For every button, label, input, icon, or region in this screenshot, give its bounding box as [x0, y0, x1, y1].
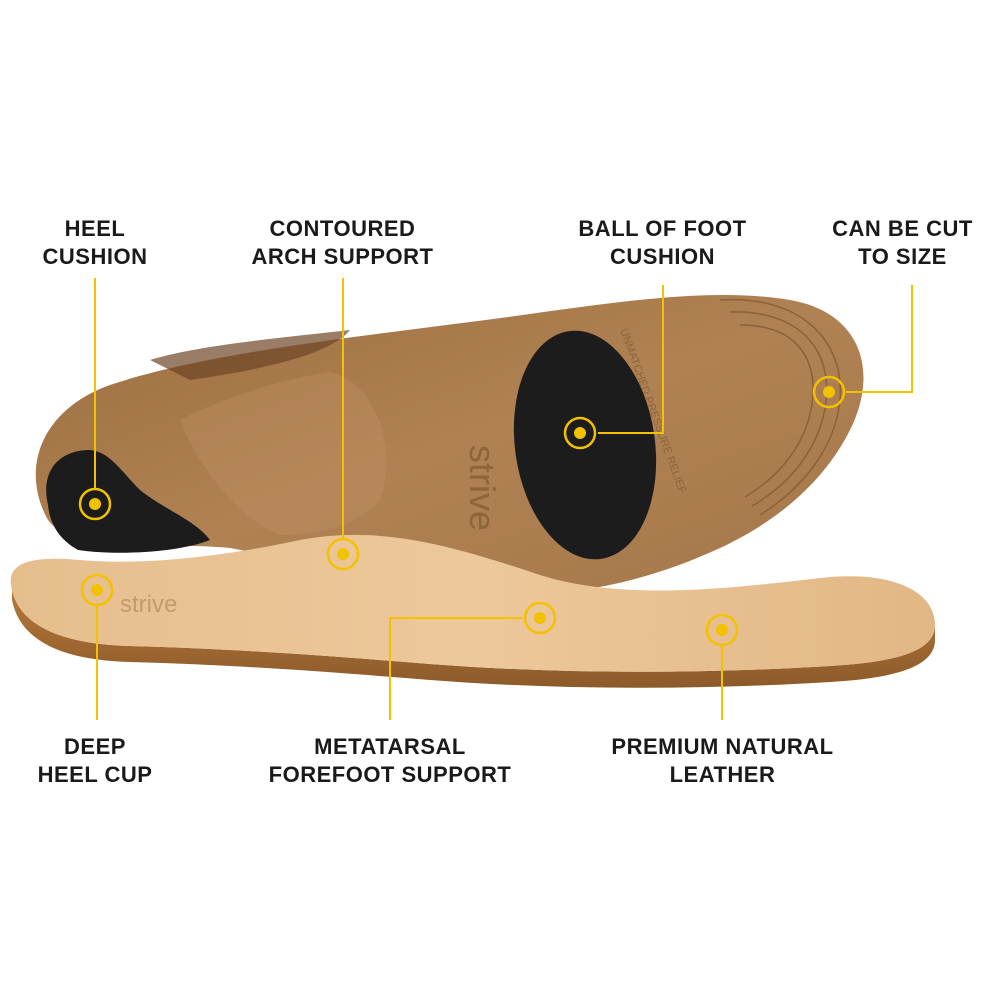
line-ball — [598, 285, 664, 434]
label-line: DEEP — [64, 734, 126, 759]
label-natural-leather: PREMIUM NATURAL LEATHER — [590, 733, 855, 789]
label-metatarsal: METATARSAL FOREFOOT SUPPORT — [245, 733, 535, 789]
label-line: CUSHION — [610, 244, 715, 269]
dot-heel-cup — [80, 573, 114, 607]
label-line: CUSHION — [42, 244, 148, 269]
label-line: HEEL CUP — [37, 762, 153, 787]
label-line: ARCH SUPPORT — [251, 244, 434, 269]
label-line: CONTOURED — [269, 216, 416, 241]
leather-logo: strive — [120, 591, 177, 618]
dot-ball — [563, 416, 597, 450]
label-line: FOREFOOT SUPPORT — [268, 762, 512, 787]
line-metatarsal — [389, 617, 522, 720]
label-line: LEATHER — [669, 762, 776, 787]
callout-lines — [94, 278, 913, 720]
label-heel-cushion: HEEL CUSHION — [20, 215, 170, 271]
dot-cut — [812, 375, 846, 409]
sole-logo: strive — [462, 445, 503, 531]
label-arch-support: CONTOURED ARCH SUPPORT — [230, 215, 455, 271]
label-ball-of-foot: BALL OF FOOT CUSHION — [560, 215, 765, 271]
label-line: METATARSAL — [314, 734, 466, 759]
callout-dots — [78, 375, 846, 647]
insole-underside: strive UNMATCHED PRESSURE RELIEF — [35, 294, 864, 595]
dot-leather — [705, 613, 739, 647]
label-line: CAN BE CUT — [832, 216, 973, 241]
label-deep-heel-cup: DEEP HEEL CUP — [20, 733, 170, 789]
label-line: HEEL — [64, 216, 126, 241]
label-line: PREMIUM NATURAL — [611, 734, 834, 759]
dot-heel-cushion — [78, 487, 112, 521]
line-cut — [846, 285, 913, 393]
insole-topside: strive — [10, 534, 936, 688]
dot-arch — [326, 537, 360, 571]
label-line: TO SIZE — [858, 244, 947, 269]
label-line: BALL OF FOOT — [578, 216, 747, 241]
label-cut-to-size: CAN BE CUT TO SIZE — [810, 215, 995, 271]
dot-metatarsal — [523, 601, 557, 635]
